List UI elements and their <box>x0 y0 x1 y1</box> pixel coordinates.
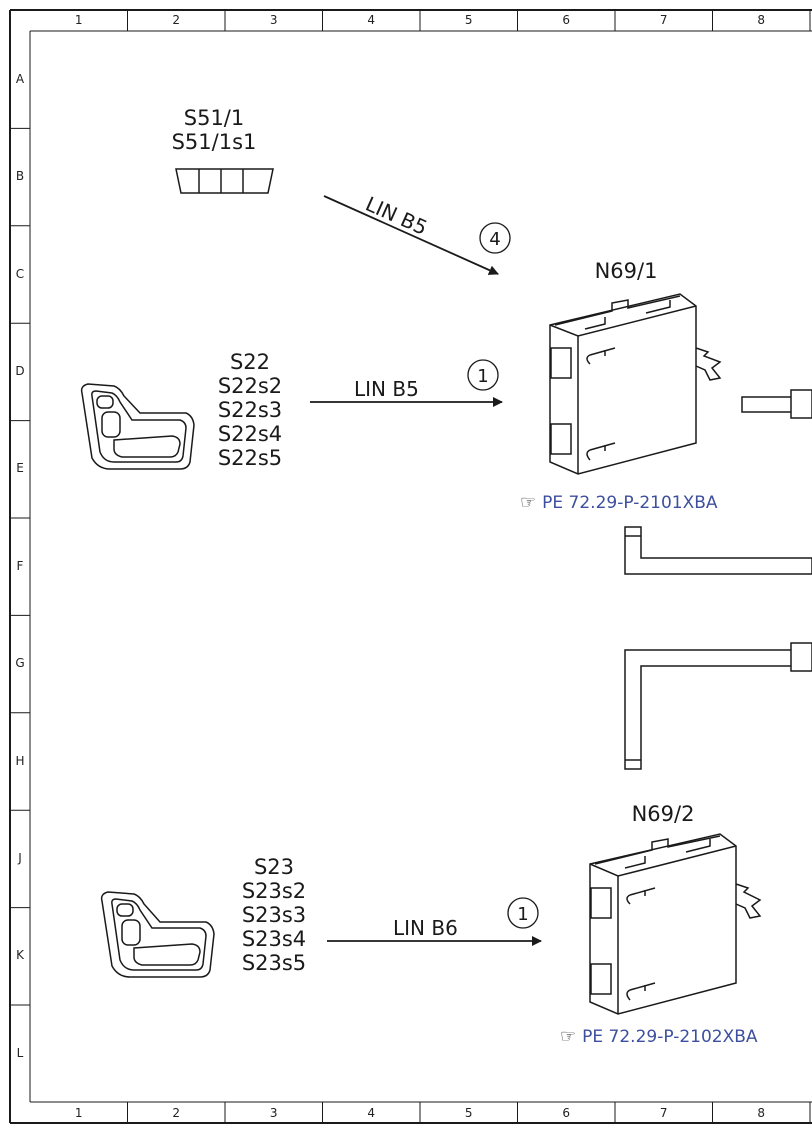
grid-row-label: H <box>15 753 25 768</box>
n69-2-control-unit-icon[interactable] <box>589 833 762 1015</box>
wire-label-lin-b5: LIN B5 <box>354 377 419 401</box>
grid-row-label: F <box>16 558 24 573</box>
component-code: S51/1 <box>183 106 245 130</box>
grid-row-label: G <box>15 656 25 671</box>
grid-column-label: 6 <box>562 1106 571 1120</box>
component-code: S51/1s1 <box>171 130 257 154</box>
grid-row-label: A <box>15 71 25 86</box>
grid-column-label: 8 <box>757 1106 766 1120</box>
reference-text[interactable]: PE 72.29-P-2101XBA <box>542 493 718 513</box>
grid-row-label: K <box>16 948 24 963</box>
grid-row-label: J <box>18 850 22 865</box>
grid-row-label: L <box>16 1045 24 1060</box>
component-code: S22s3 <box>217 398 283 422</box>
grid-column-label: 3 <box>269 13 278 27</box>
grid-column-label: 5 <box>464 1106 473 1120</box>
marker-circle-1-lower: 1 <box>507 897 539 929</box>
marker-circle-1-upper: 1 <box>467 359 499 391</box>
s51-1-switch-icon[interactable] <box>175 168 274 194</box>
grid-column-label: 3 <box>269 1106 278 1120</box>
pointing-hand-icon: ☞ <box>520 492 537 513</box>
reference-link-n69-2[interactable]: ☞PE 72.29-P-2102XBA <box>560 1026 758 1047</box>
grid-column-label: 2 <box>172 13 181 27</box>
wire-label-lin-b6: LIN B6 <box>393 916 458 940</box>
n69-2-label: N69/2 <box>631 802 695 826</box>
marker-number: 1 <box>517 904 528 925</box>
grid-column-label: 2 <box>172 1106 181 1120</box>
reference-link-n69-1[interactable]: ☞PE 72.29-P-2101XBA <box>520 492 718 513</box>
grid-column-label: 5 <box>464 13 473 27</box>
grid-column-label: 8 <box>757 13 766 27</box>
grid-column-label: 1 <box>74 1106 83 1120</box>
marker-number: 4 <box>489 229 500 250</box>
grid-column-label: 1 <box>74 13 83 27</box>
connector-harness <box>624 389 812 770</box>
grid-row-label: E <box>16 461 24 476</box>
grid-column-label: 6 <box>562 13 571 27</box>
component-code: S22s4 <box>217 422 283 446</box>
grid-column-label: 7 <box>659 1106 668 1120</box>
s23-label: S23 S23s2 S23s3 S23s4 S23s5 <box>229 855 319 975</box>
s22-seat-switch-icon[interactable] <box>80 383 195 470</box>
grid-row-label: D <box>15 363 25 378</box>
grid-row-label: C <box>15 266 25 281</box>
grid-column-label: 4 <box>367 1106 376 1120</box>
grid-column-label: 7 <box>659 13 668 27</box>
grid-row-label: B <box>15 169 25 184</box>
drawing-frame <box>9 9 812 1124</box>
component-code: S23s4 <box>241 927 307 951</box>
marker-number: 1 <box>477 366 488 387</box>
n69-1-label: N69/1 <box>594 259 658 283</box>
s22-label: S22 S22s2 S22s3 S22s4 S22s5 <box>205 350 295 470</box>
pointing-hand-icon: ☞ <box>560 1026 577 1047</box>
s23-seat-switch-icon[interactable] <box>100 891 215 978</box>
n69-1-control-unit-icon[interactable] <box>549 293 722 475</box>
wire-label-lin-b5-diagonal: LIN B5 <box>362 192 431 240</box>
component-code: S23 <box>253 855 295 879</box>
reference-text[interactable]: PE 72.29-P-2102XBA <box>582 1027 758 1047</box>
marker-circle-4: 4 <box>479 222 511 254</box>
component-code: S23s5 <box>241 951 307 975</box>
s51-1-label: S51/1 S51/1s1 <box>155 106 273 154</box>
grid-column-label: 4 <box>367 13 376 27</box>
component-code: S22s2 <box>217 374 283 398</box>
component-code: S23s2 <box>241 879 307 903</box>
component-code: S23s3 <box>241 903 307 927</box>
lin-b5-wire-top <box>323 195 499 275</box>
component-code: S22s5 <box>217 446 283 470</box>
component-code: S22 <box>229 350 271 374</box>
